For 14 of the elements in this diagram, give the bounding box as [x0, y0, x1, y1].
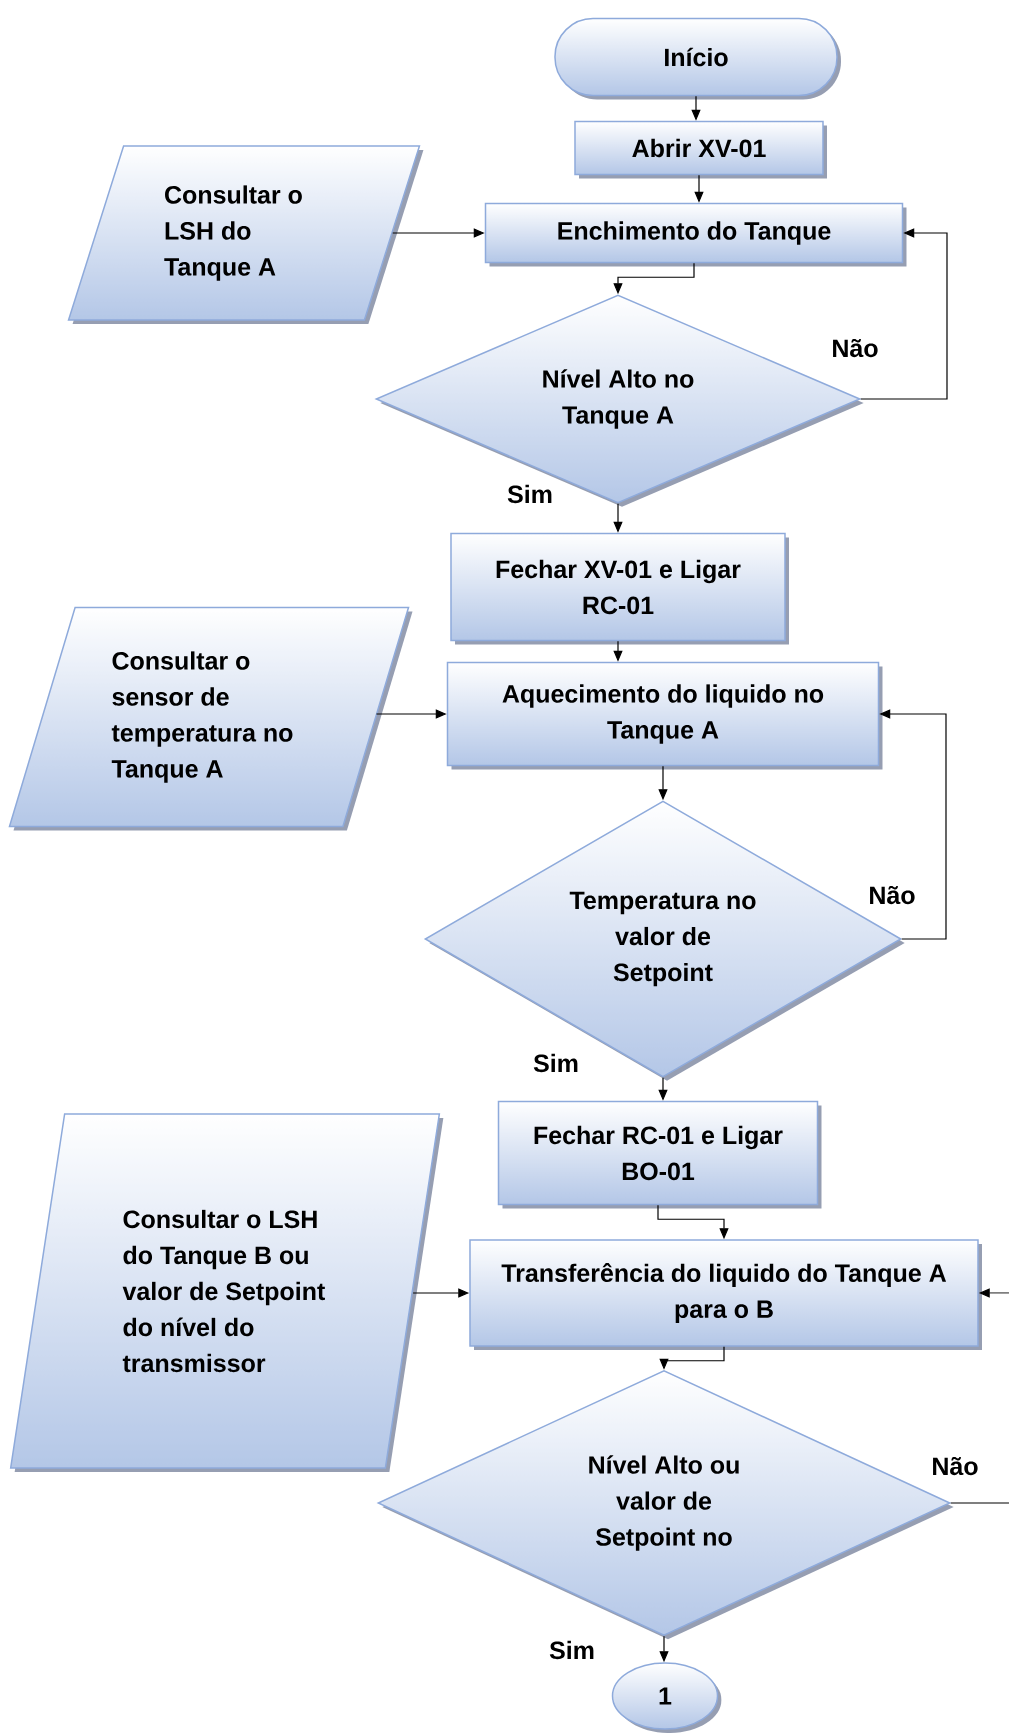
process-box: Abrir XV-01 — [574, 120, 827, 179]
process-box: Aquecimento do liquido no Tanque A — [446, 661, 883, 770]
process-box: Enchimento do Tanque — [484, 202, 907, 267]
input-parallelogram: Consultar o sensor de temperatura no Tanque A — [8, 606, 413, 831]
edge-label: Sim — [547, 1638, 597, 1662]
connector-line — [950, 1502, 1009, 1504]
edge-label: Sim — [505, 482, 555, 506]
process-box: Fechar XV-01 e Ligar RC-01 — [450, 532, 789, 645]
input-parallelogram: Consultar o LSH do Tanque B ou valor de Setpoint do nível do transmissor — [9, 1113, 444, 1472]
input-parallelogram: Consultar o LSH do Tanque A — [67, 145, 424, 324]
arrow — [860, 228, 948, 400]
process-box: Transferência do liquido do Tanque A para o B — [469, 1239, 982, 1350]
edge-label: Sim — [531, 1051, 581, 1075]
process-box: Fechar RC-01 e Ligar BO-01 — [497, 1100, 822, 1209]
